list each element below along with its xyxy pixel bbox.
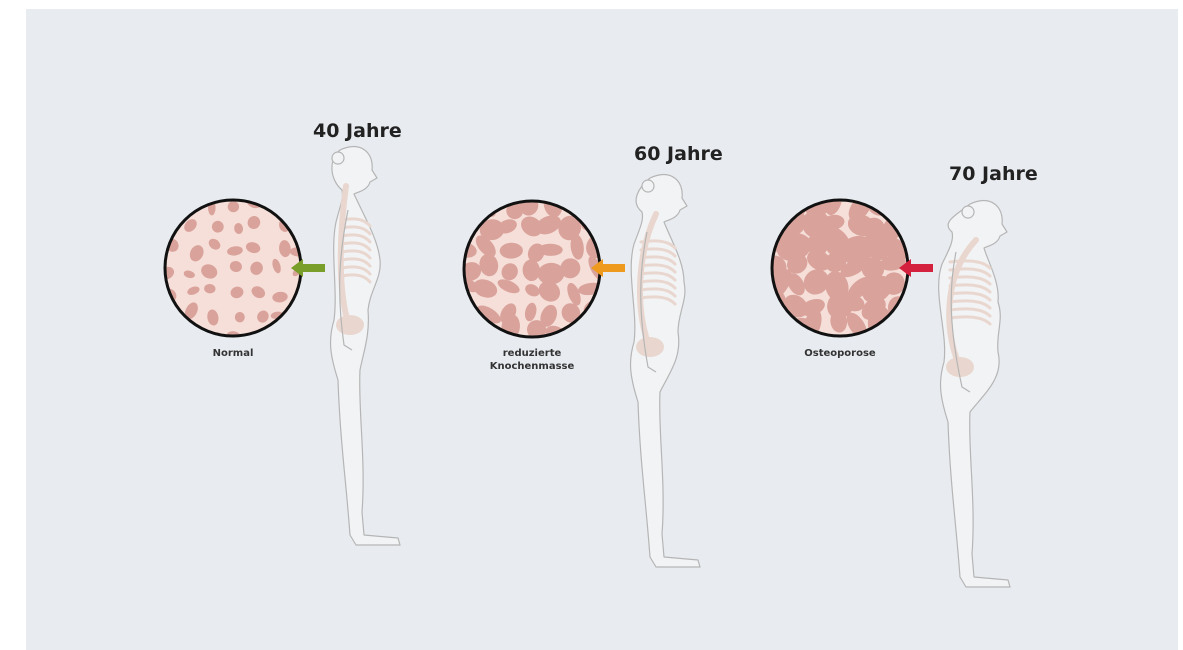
bone-structure-reduced-icon <box>460 197 604 341</box>
caption-line: Knochenmasse <box>471 360 593 373</box>
female-silhouette-70-icon <box>910 182 1030 602</box>
caption-line: Normal <box>203 347 263 360</box>
female-silhouette-60-icon <box>600 162 720 582</box>
female-silhouette-40-icon <box>300 140 420 560</box>
caption-line: Osteoporose <box>790 347 890 360</box>
caption-line: reduzierte <box>471 347 593 360</box>
age-label-40: 40 Jahre <box>313 120 402 142</box>
bone-structure-osteoporosis-icon <box>768 196 912 340</box>
caption-reduced: reduzierte Knochenmasse <box>471 347 593 373</box>
bone-structure-normal-icon <box>161 196 305 340</box>
caption-normal: Normal <box>203 347 263 360</box>
caption-osteoporosis: Osteoporose <box>790 347 890 360</box>
